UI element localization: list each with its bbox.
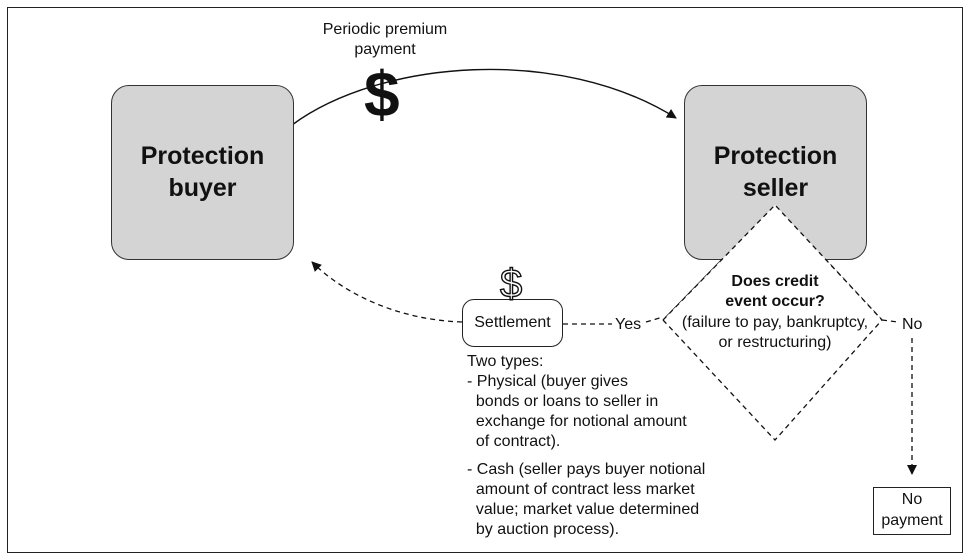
settlement-note-line: Two types: xyxy=(467,353,544,370)
settlement-note-line: - Cash (seller pays buyer notional xyxy=(467,461,706,478)
settlement-box xyxy=(462,299,563,347)
yes-connector-right xyxy=(645,316,664,323)
settlement-note-line: bonds or loans to seller in xyxy=(467,393,659,410)
premium-arrow xyxy=(291,68,677,126)
settlement-note-line: - Physical (buyer gives xyxy=(467,373,628,390)
protection-seller-label: Protection seller xyxy=(713,142,838,202)
no-payment-box xyxy=(873,487,951,535)
decision-question-line2: event occur? xyxy=(725,293,825,310)
decision-question-line1: Does credit xyxy=(731,273,819,290)
diagram-frame xyxy=(7,7,963,553)
protection-buyer-box xyxy=(111,85,294,260)
settlement-to-buyer-arrow xyxy=(311,261,463,323)
protection-buyer-label: Protection buyer xyxy=(140,142,265,202)
settlement-note-line: value; market value determined xyxy=(467,501,700,518)
settlement-dollar-icon: $ xyxy=(499,262,523,306)
decision-diamond xyxy=(662,204,883,441)
decision-detail-line1: (failure to pay, bankruptcy, xyxy=(681,314,869,331)
premium-label-line2: payment xyxy=(354,41,416,58)
premium-dollar-icon: $ xyxy=(364,58,400,130)
settlement-note-line: exchange for notional amount xyxy=(467,413,687,430)
settlement-note-line: of contract). xyxy=(467,433,561,450)
no-connector-left xyxy=(881,319,899,323)
no-payment-line1: No xyxy=(901,491,923,508)
decision-detail-line2: or restructuring) xyxy=(718,334,832,351)
yes-label: Yes xyxy=(615,316,642,333)
premium-label-line1: Periodic premium xyxy=(322,21,448,38)
settlement-note-line: amount of contract less market xyxy=(467,481,695,498)
settlement-label: Settlement xyxy=(474,314,551,331)
no-label: No xyxy=(902,316,923,333)
no-payment-line2: payment xyxy=(881,512,943,529)
settlement-note-line: by auction process). xyxy=(467,521,620,538)
